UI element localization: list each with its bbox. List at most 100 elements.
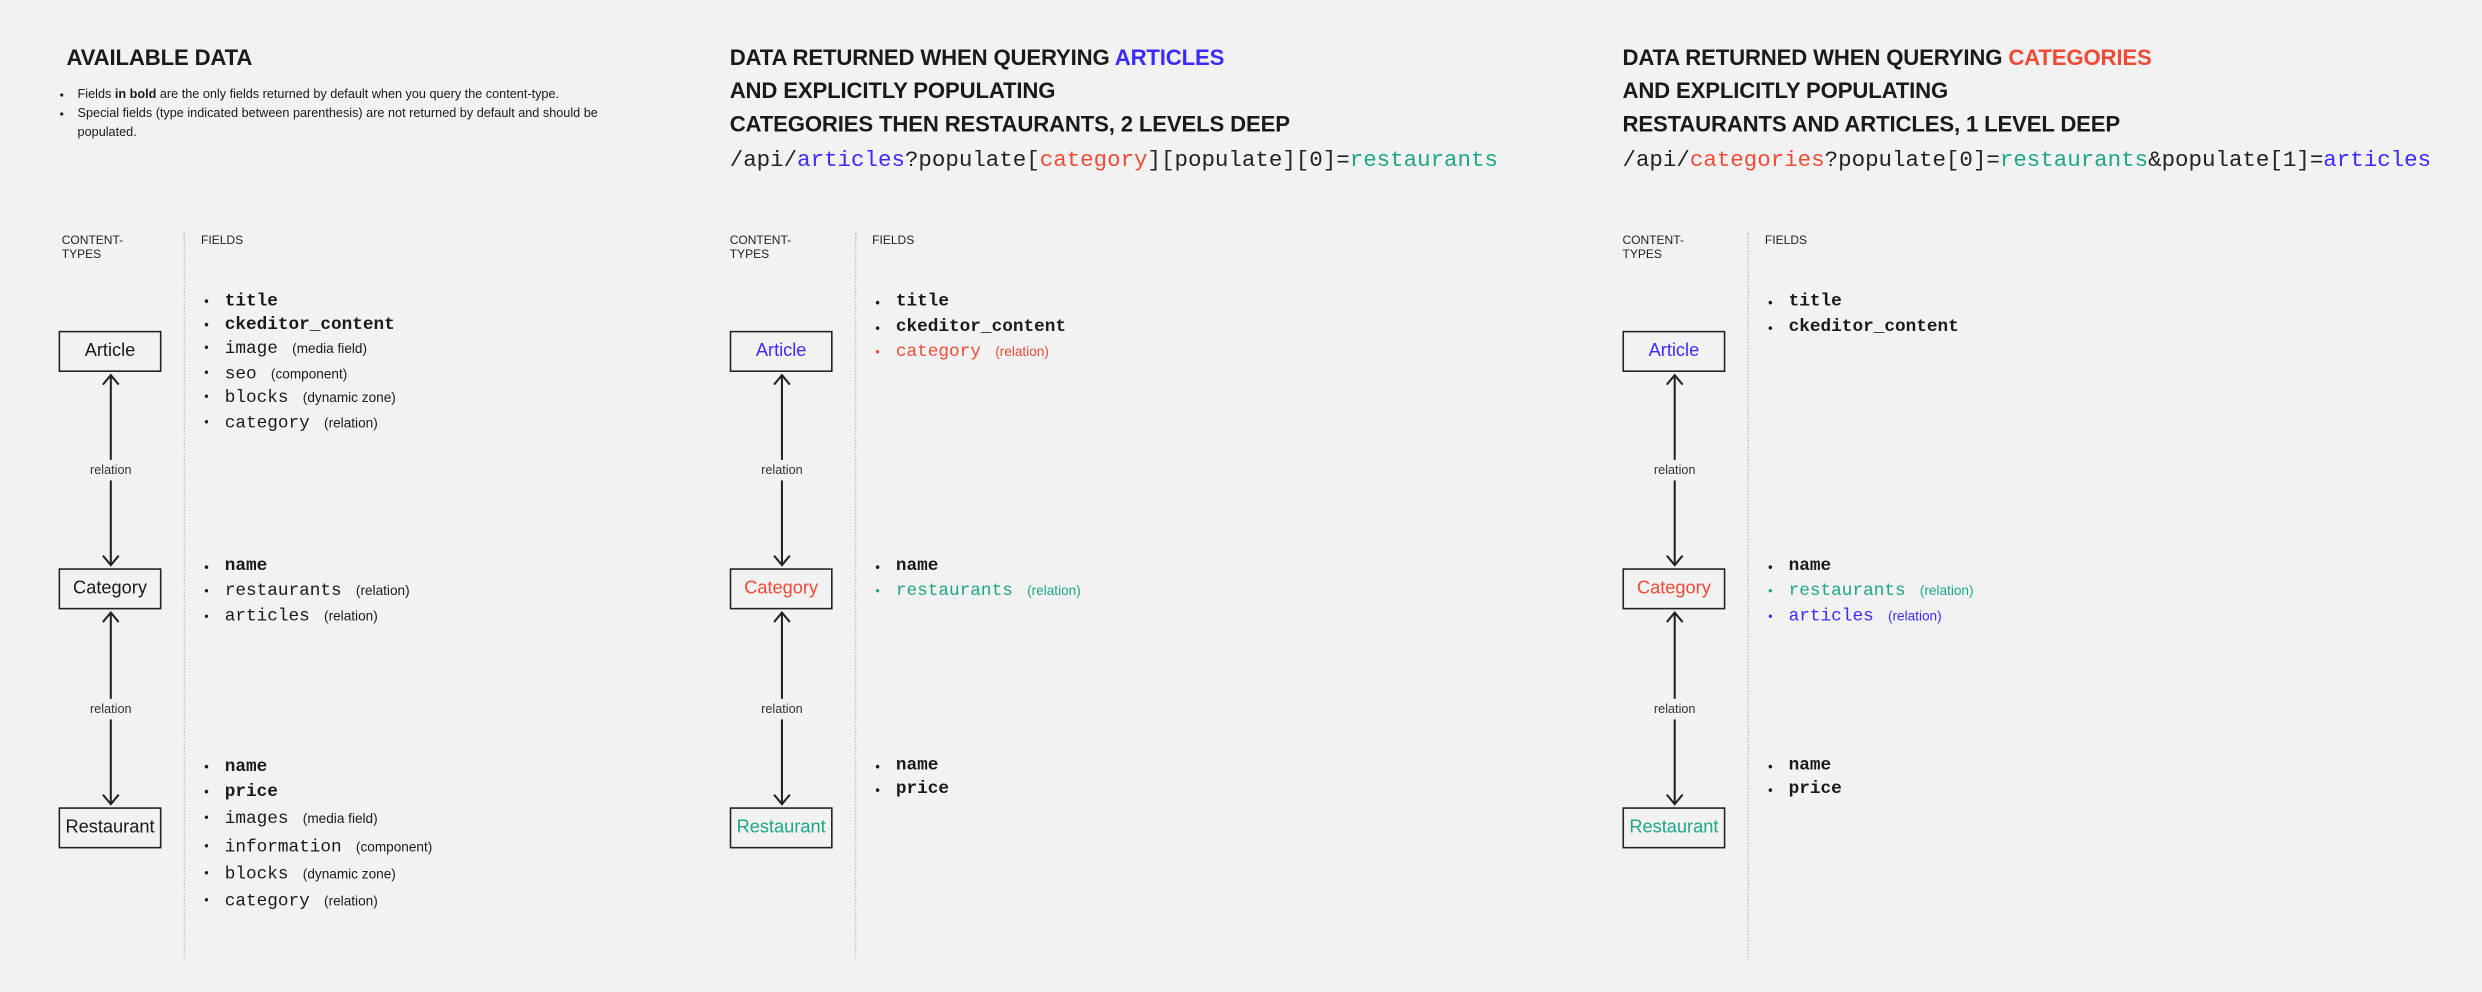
title-line: CATEGORIES THEN RESTAURANTS, 2 LEVELS DE… <box>730 108 1290 141</box>
title-segment: RESTAURANTS AND ARTICLES, 1 LEVEL DEEP <box>1622 110 2121 137</box>
field-name: category <box>224 414 310 434</box>
field-name: images <box>224 811 289 831</box>
note-segment: Special fields (type indicated between p… <box>77 105 598 139</box>
title-segment: CATEGORIES <box>2008 44 2152 70</box>
field-name: category <box>224 892 310 912</box>
field-type-note: (relation) <box>355 582 410 599</box>
title-line: AND EXPLICITLY POPULATING <box>1622 74 2151 107</box>
note-item: Special fields (type indicated between p… <box>78 104 616 141</box>
field-name: information <box>224 838 342 858</box>
field-name: name <box>1788 756 1832 776</box>
field-name: name <box>1788 557 1832 577</box>
field-item: name <box>204 556 409 580</box>
field-item: name <box>1768 556 1973 580</box>
field-type-note: (relation) <box>324 414 378 431</box>
fields-list-restaurant: namepriceimages(media field)information(… <box>204 755 432 915</box>
fields-list-article: titleckeditor_contentimage(media field)s… <box>204 291 396 436</box>
relation-label: relation <box>90 698 132 719</box>
field-item: name <box>204 755 432 781</box>
field-name: name <box>895 756 939 776</box>
field-type-note: (relation) <box>1887 607 1942 624</box>
url-segment: restaurants <box>1999 148 2149 175</box>
field-name: name <box>224 758 268 778</box>
field-name: blocks <box>224 865 289 885</box>
field-type-note: (media field) <box>302 811 378 827</box>
relation-label: relation <box>1653 698 1696 719</box>
field-item: name <box>1768 755 1842 780</box>
fields-header: FIELDS <box>872 232 915 247</box>
field-name: name <box>224 557 268 577</box>
field-name: restaurants <box>895 582 1013 602</box>
field-name: price <box>895 780 950 800</box>
field-name: ckeditor_content <box>224 315 395 335</box>
field-item: blocks(dynamic zone) <box>204 861 432 888</box>
field-item: restaurants (relation) <box>204 579 409 604</box>
field-name: price <box>1788 780 1842 800</box>
field-item: seo(component) <box>204 362 396 387</box>
field-name: restaurants <box>224 582 342 602</box>
fields-list-restaurant: name price <box>875 755 950 804</box>
content-type-restaurant[interactable]: Restaurant <box>58 807 162 849</box>
field-type-note: (component) <box>355 838 433 855</box>
content-type-article[interactable]: Article <box>729 330 833 372</box>
content-type-category[interactable]: Category <box>1622 568 1726 610</box>
field-name: name <box>895 557 939 577</box>
title-line: AVAILABLE DATA <box>66 41 252 74</box>
field-item: title <box>1768 291 1959 316</box>
column-title: AVAILABLE DATA <box>66 41 252 74</box>
title-line: AND EXPLICITLY POPULATING <box>730 74 1290 107</box>
field-name: ckeditor_content <box>895 317 1066 337</box>
url-segment: &populate[1]= <box>2148 148 2324 175</box>
fields-list-article: titleckeditor_contentcategory(relation) <box>875 291 1066 366</box>
field-type-note: (relation) <box>1919 582 1974 599</box>
note-segment: in bold <box>114 87 157 102</box>
field-item: restaurants (relation) <box>875 579 1080 604</box>
content-type-article[interactable]: Article <box>1622 330 1726 372</box>
url-segment: articles <box>797 148 905 175</box>
note-segment: are the only fields returned by default … <box>156 87 560 102</box>
content-types-header: CONTENT-TYPES <box>1622 232 1684 262</box>
field-name: restaurants <box>1788 582 1906 602</box>
field-name: articles <box>224 607 310 627</box>
field-type-note: (relation) <box>324 892 378 909</box>
fields-list-restaurant: name price <box>1768 755 1842 804</box>
field-name: ckeditor_content <box>1788 317 1959 337</box>
field-name: image <box>224 340 278 360</box>
field-type-note: (relation) <box>1027 582 1081 599</box>
field-type-note: (relation) <box>324 607 378 624</box>
content-type-category[interactable]: Category <box>729 568 833 610</box>
url-segment: ?populate[ <box>904 148 1040 175</box>
api-url: /api/articles?populate[category][populat… <box>730 149 1498 174</box>
title-line: DATA RETURNED WHEN QUERYING ARTICLES <box>730 41 1290 74</box>
field-item: restaurants (relation) <box>1768 579 1973 604</box>
field-item: blocks(dynamic zone) <box>204 387 396 412</box>
field-name: title <box>1788 292 1842 312</box>
url-segment: categories <box>1689 148 1825 175</box>
field-type-note: (media field) <box>292 340 368 357</box>
url-segment: restaurants <box>1349 148 1498 175</box>
title-segment: AVAILABLE DATA <box>66 44 253 70</box>
field-item: category (relation) <box>204 888 432 915</box>
content-type-restaurant[interactable]: Restaurant <box>1622 807 1726 849</box>
field-name: seo <box>224 365 257 385</box>
field-name: title <box>895 292 950 312</box>
note-segment: Fields <box>77 87 115 102</box>
title-line: DATA RETURNED WHEN QUERYING CATEGORIES <box>1622 41 2151 74</box>
url-segment: /api/ <box>1622 148 1690 175</box>
api-url: /api/categories?populate[0]=restaurants&… <box>1622 149 2431 174</box>
url-segment: category <box>1039 148 1148 175</box>
field-item: category (relation) <box>204 412 396 437</box>
field-item: information (component) <box>204 834 432 861</box>
fields-list-category: namerestaurants(relation)articles(relati… <box>1768 556 1973 630</box>
url-segment: articles <box>2323 148 2432 175</box>
note-item: Fields in bold are the only fields retur… <box>78 85 616 104</box>
fields-header: FIELDS <box>1764 232 1808 247</box>
content-types-header: CONTENT-TYPES <box>61 232 124 262</box>
content-type-restaurant[interactable]: Restaurant <box>729 807 833 849</box>
content-type-category[interactable]: Category <box>58 568 162 610</box>
fields-list-category: name restaurants (relation) <box>875 556 1080 605</box>
content-type-article[interactable]: Article <box>58 330 162 372</box>
url-segment: /api/ <box>729 148 798 175</box>
field-item: price <box>1768 779 1842 804</box>
